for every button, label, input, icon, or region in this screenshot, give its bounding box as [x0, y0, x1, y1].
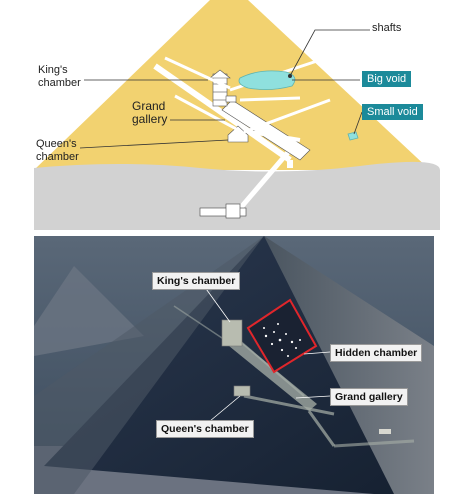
descending-passage [153, 63, 292, 163]
kings-chamber-tag: King's chamber [152, 272, 241, 290]
pyramid-body [34, 0, 430, 170]
queens-chamber-shape [233, 385, 251, 397]
big-void-tag: Big void [362, 71, 412, 87]
grand-gallery-tag: Grand gallery [330, 388, 408, 406]
hidden-chamber-outline [246, 298, 318, 374]
subterranean-chamber [199, 207, 247, 217]
kings-chamber-shape [221, 319, 243, 347]
pyramid-left-surface [34, 236, 264, 494]
grand-gallery-label: Grand gallery [132, 99, 168, 126]
shafts-label: shafts [372, 22, 402, 34]
pyramid-3d-render: King's chamber Hidden chamber Grand gall… [34, 236, 434, 494]
queens-chamber-leader [79, 139, 229, 149]
hidden-chamber-tag: Hidden chamber [330, 344, 423, 362]
grand-gallery-shape [221, 99, 311, 161]
queens-south-shaft [243, 98, 331, 134]
shafts-leader [289, 29, 370, 77]
kings-chamber-label: King's chamber [38, 64, 81, 89]
small-void-tag: Small void [362, 104, 423, 120]
grand-gallery-shape [229, 340, 317, 411]
small-void-leader [353, 111, 363, 135]
background-pyramid [34, 266, 144, 356]
render-drawing [34, 236, 434, 494]
small-void-shape [347, 131, 359, 141]
ground [34, 161, 440, 230]
entrance [379, 429, 391, 434]
pyramid-outer-side [264, 236, 434, 494]
big-void-shape [238, 70, 296, 90]
pyramid-cross-section-diagram: shafts King's chamber Grand gallery Quee… [0, 0, 474, 232]
cross-section-drawing [34, 0, 440, 230]
kings-north-shaft [164, 56, 231, 90]
queens-chamber-tag: Queen's chamber [156, 420, 254, 438]
queens-north-shaft [174, 94, 243, 134]
subterranean-passage [235, 148, 292, 214]
kings-chamber-shape [212, 73, 228, 107]
queens-chamber-label: Queen's chamber [36, 138, 79, 163]
hidden-chamber-speckle [263, 323, 301, 357]
